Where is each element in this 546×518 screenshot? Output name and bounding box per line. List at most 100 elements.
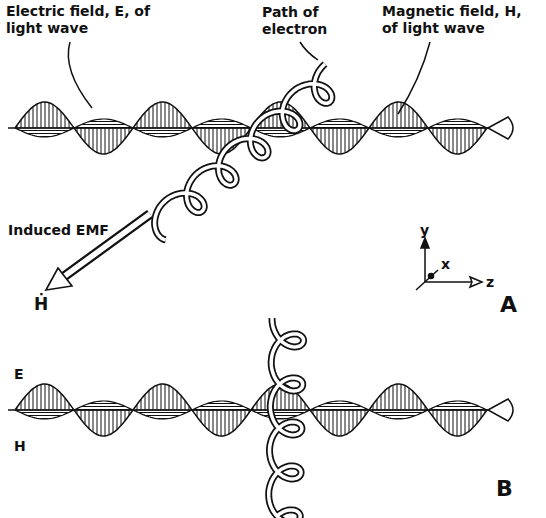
electric-hatch xyxy=(453,128,454,153)
electric-hatch xyxy=(333,410,334,435)
electric-hatch xyxy=(325,410,326,429)
electric-hatch xyxy=(101,128,102,154)
electric-hatch xyxy=(205,128,206,145)
electric-hatch xyxy=(49,385,50,410)
electric-hatch xyxy=(121,128,122,144)
electric-hatch xyxy=(61,393,62,410)
electric-hatch xyxy=(165,384,166,410)
electric-hatch xyxy=(165,102,166,128)
electron-path xyxy=(269,318,304,518)
electric-hatch xyxy=(441,128,442,145)
field-symbol: H xyxy=(14,438,30,455)
electric-hatch xyxy=(277,103,278,129)
electric-hatch xyxy=(477,128,478,141)
electric-hatch xyxy=(301,398,302,410)
electric-hatch xyxy=(445,410,446,431)
electric-hatch xyxy=(153,387,154,410)
leader-line xyxy=(68,42,92,108)
electric-hatch xyxy=(177,109,178,128)
electric-hatch xyxy=(437,410,438,422)
electric-hatch xyxy=(217,128,218,153)
electric-hatch xyxy=(449,410,450,433)
electric-hatch xyxy=(333,128,334,153)
electric-hatch xyxy=(173,388,174,410)
electric-hatch xyxy=(357,410,358,426)
electric-hatch xyxy=(237,410,238,428)
electric-hatch xyxy=(53,105,54,128)
electric-hatch xyxy=(445,128,446,149)
direction-cone xyxy=(488,117,513,139)
electric-hatch xyxy=(477,410,478,423)
electric-hatch xyxy=(325,128,326,147)
electric-hatch xyxy=(89,128,90,147)
electric-hatch xyxy=(109,128,110,153)
emf-arrowhead xyxy=(46,268,72,290)
panel-letter: B xyxy=(496,476,520,502)
electric-hatch xyxy=(61,111,62,128)
electric-hatch xyxy=(105,128,106,154)
electric-hatch xyxy=(225,410,226,436)
direction-cone xyxy=(488,399,513,421)
electric-hatch xyxy=(381,113,382,129)
electric-hatch xyxy=(213,128,214,151)
electric-hatch xyxy=(469,410,470,431)
field-symbol: E xyxy=(14,366,30,383)
electron-path xyxy=(269,318,304,518)
electric-hatch xyxy=(101,410,102,436)
electric-hatch xyxy=(357,128,358,144)
electric-hatch xyxy=(49,103,50,128)
electric-hatch xyxy=(321,410,322,424)
electric-hatch xyxy=(405,386,406,411)
electric-hatch xyxy=(97,410,98,435)
electric-hatch xyxy=(265,392,266,410)
electric-hatch xyxy=(397,384,398,410)
electric-hatch xyxy=(337,410,338,436)
electric-hatch xyxy=(201,410,202,422)
electric-hatch xyxy=(33,107,34,128)
electric-hatch xyxy=(457,410,458,436)
electric-hatch xyxy=(233,410,234,431)
electric-hatch xyxy=(241,410,242,423)
electric-hatch xyxy=(413,391,414,410)
electric-hatch xyxy=(169,104,170,129)
electric-hatch xyxy=(85,410,86,424)
electric-hatch xyxy=(89,410,90,429)
electric-hatch xyxy=(397,102,398,128)
electric-hatch xyxy=(297,393,298,410)
leader-line xyxy=(300,42,318,60)
electric-hatch xyxy=(401,102,402,128)
electric-hatch xyxy=(29,110,30,128)
electric-hatch xyxy=(145,113,146,129)
electric-hatch xyxy=(261,397,262,410)
electric-hatch xyxy=(473,410,474,428)
emf-label: Induced EMF xyxy=(8,222,118,239)
electric-hatch xyxy=(113,410,114,433)
electric-hatch xyxy=(389,105,390,128)
electric-hatch xyxy=(169,386,170,411)
electric-hatch xyxy=(65,116,66,128)
electric-hatch xyxy=(393,385,394,410)
electric-hatch xyxy=(417,396,418,410)
electric-hatch xyxy=(53,387,54,410)
electric-hatch xyxy=(37,104,38,128)
electric-hatch xyxy=(205,410,206,427)
electric-hatch xyxy=(201,128,202,140)
electric-hatch xyxy=(461,410,462,436)
electric-hatch xyxy=(441,410,442,427)
electron-path xyxy=(155,64,332,240)
electric-hatch xyxy=(393,103,394,128)
electric-hatch xyxy=(121,410,122,426)
electric-hatch xyxy=(209,128,210,149)
electric-hatch xyxy=(345,128,346,153)
electric-hatch xyxy=(461,128,462,154)
electric-hatch xyxy=(401,384,402,410)
electric-hatch xyxy=(409,388,410,410)
electric-hatch xyxy=(37,386,38,410)
electric-hatch xyxy=(65,398,66,410)
electric-hatch xyxy=(341,128,342,154)
electric-hatch xyxy=(157,103,158,128)
electric-hatch xyxy=(41,385,42,411)
axis-label: x xyxy=(441,256,455,273)
axes xyxy=(416,238,482,290)
